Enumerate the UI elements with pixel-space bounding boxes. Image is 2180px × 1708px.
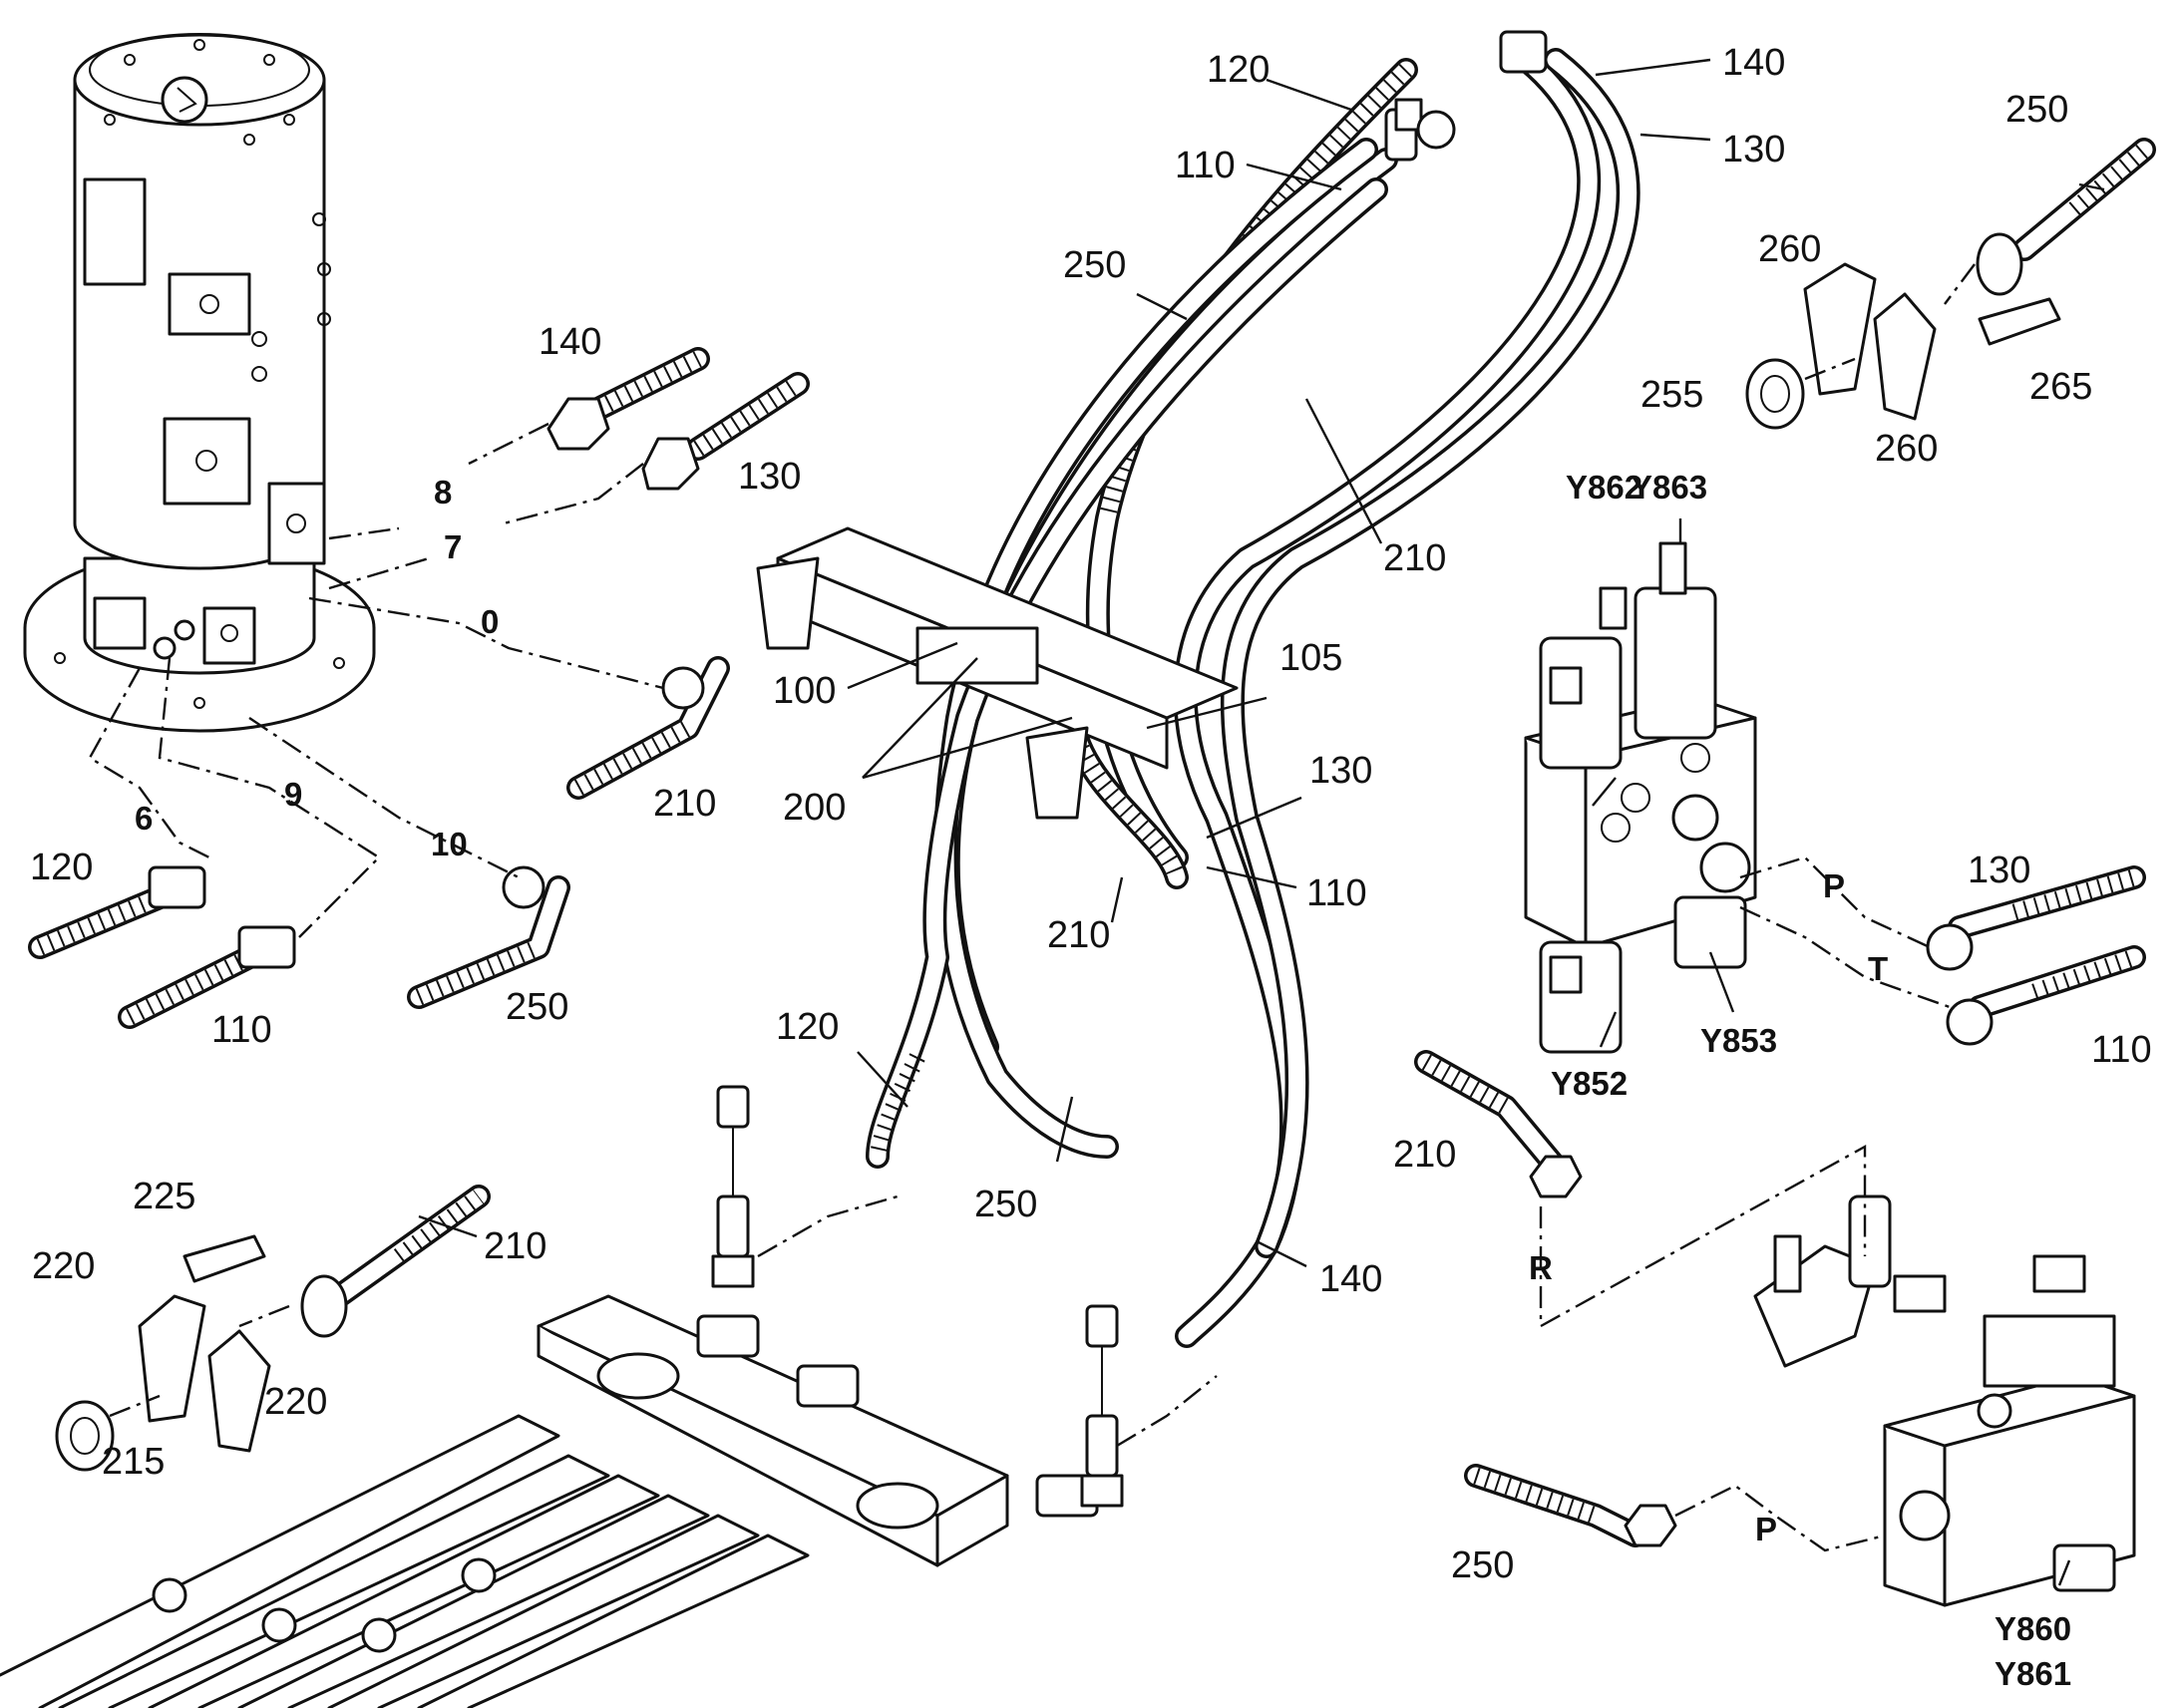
port-p: P [1823,867,1845,904]
solenoid-y863: Y863 [1631,469,1707,506]
callout-210: 210 [484,1225,546,1267]
elbow-110-valve [1946,945,2146,1046]
fitting-120-left [28,865,206,959]
port-0: 0 [481,603,499,640]
valve-block-upper [1524,541,1757,1054]
callout-220: 220 [264,1381,327,1423]
callout-130: 130 [1968,850,2030,891]
elbow-210-valve [1414,1050,1583,1198]
solenoid-y853: Y853 [1700,1022,1777,1059]
callout-210: 210 [1393,1134,1456,1176]
pressure-sensor-left [711,1085,755,1288]
callout-250: 250 [974,1184,1037,1225]
solenoid-y861: Y861 [1995,1655,2071,1692]
port-r: R [1529,1249,1553,1286]
callout-260: 260 [1875,428,1938,470]
callout-100: 100 [773,670,836,712]
callout-210: 210 [1383,537,1446,579]
valve-block-lower [1753,1195,2136,1607]
dash-lines [88,263,1976,1552]
flange-set-left [55,1185,491,1472]
pressure-sensor-right [1080,1304,1124,1508]
callout-140: 140 [1722,42,1785,84]
elbow-210-left [566,656,730,800]
callout-110: 110 [2091,1029,2152,1071]
hose-bundle [866,48,1640,1348]
callout-265: 265 [2029,366,2092,408]
leader-lines [418,58,2105,1586]
callout-120: 120 [776,1006,839,1048]
solenoid-y860: Y860 [1995,1610,2071,1647]
callout-120: 120 [30,847,93,888]
callout-255: 255 [1640,374,1703,416]
port-t: T [1868,950,1888,987]
callout-225: 225 [133,1176,195,1217]
callout-120: 120 [1207,49,1270,91]
callout-130: 130 [1722,129,1785,171]
part-callouts: 120 110 250 140 130 210 250 260 255 265 … [30,42,2152,1586]
callout-130: 130 [738,456,801,498]
callout-220: 220 [32,1245,95,1287]
flange-set-right [1745,138,2156,430]
callout-140: 140 [1319,1258,1382,1300]
callout-250: 250 [1451,1544,1514,1586]
solenoid-y852: Y852 [1551,1065,1628,1102]
callout-200: 200 [783,787,846,829]
callout-210: 210 [653,783,716,825]
elbow-130-valve [1926,865,2146,971]
manifold-assembly [0,1294,1099,1708]
port-9: 9 [284,776,302,813]
callout-110: 110 [1306,872,1367,914]
fitting-110-left [118,925,296,1029]
callout-130: 130 [1309,750,1372,792]
rotary-joint-assembly [23,33,376,733]
port-7: 7 [444,528,462,565]
elbow-250-valve [1464,1464,1677,1547]
callout-250: 250 [1063,244,1126,286]
callout-140: 140 [539,321,601,363]
port-10: 10 [431,826,468,862]
port-6: 6 [135,800,153,837]
callout-260: 260 [1758,228,1821,270]
fitting-130-left [641,372,810,491]
solenoid-labels: Y862 Y863 Y852 Y853 Y860 Y861 [1551,469,2071,1692]
callout-215: 215 [102,1441,165,1483]
port-p: P [1755,1511,1777,1547]
callout-110: 110 [211,1009,272,1051]
callout-250: 250 [506,986,568,1028]
callout-250: 250 [2005,89,2068,131]
port-8: 8 [434,474,452,511]
callout-105: 105 [1279,637,1342,679]
fitting-140-left [546,347,710,451]
solenoid-y862: Y862 [1566,469,1642,506]
callout-110: 110 [1175,145,1236,186]
port-labels: 8 7 0 6 9 10 P T R P [135,474,1888,1547]
callout-210: 210 [1047,914,1110,956]
elbow-250-left [407,865,570,1009]
hose-top-fittings [1384,30,1548,162]
